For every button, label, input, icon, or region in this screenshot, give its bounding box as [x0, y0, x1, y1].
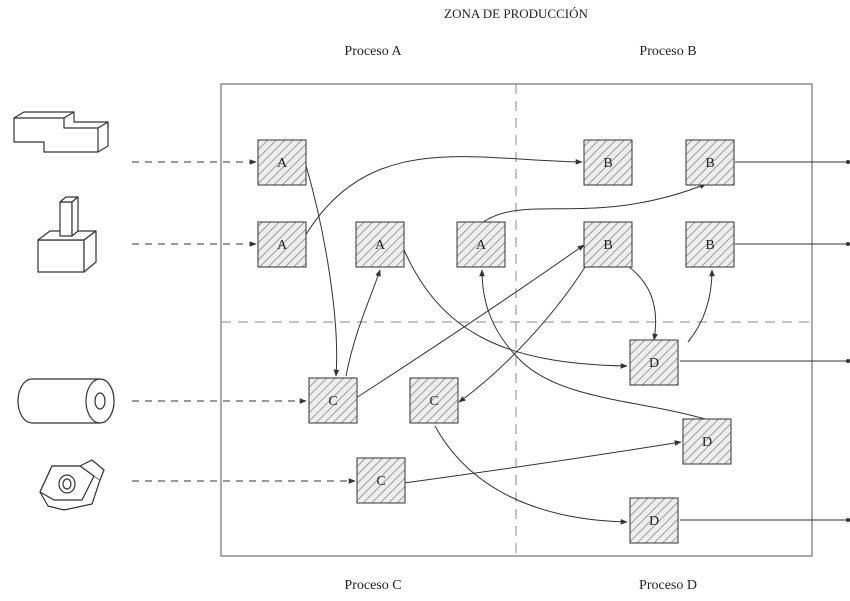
- flow-d1-b4: [687, 269, 715, 343]
- machine-b1: B: [583, 139, 633, 186]
- machine-b4: B: [685, 221, 735, 268]
- flow-b3-d1: [621, 261, 658, 341]
- machine-a2-label: A: [277, 238, 288, 253]
- machine-a2: A: [257, 221, 307, 268]
- machine-d2-label: D: [702, 435, 712, 450]
- diagram-title: ZONA DE PRODUCCIÓN: [444, 6, 588, 21]
- machine-b3-label: B: [603, 238, 612, 253]
- machine-a3: A: [355, 221, 405, 268]
- flow-c1-a3: [345, 269, 381, 377]
- exit-lines: [680, 160, 850, 522]
- flow-c3-d2: [403, 440, 682, 484]
- flow-c1-b3: [355, 244, 585, 399]
- machine-a1-label: A: [277, 156, 288, 171]
- supply-lines: [132, 159, 356, 484]
- flow-arrows: [304, 156, 715, 525]
- flow-a3-d1: [403, 249, 628, 369]
- process-c-label: Proceso C: [344, 578, 402, 593]
- process-d-label: Proceso D: [639, 578, 697, 593]
- machine-c1: C: [308, 377, 358, 424]
- machine-b2: B: [685, 139, 735, 186]
- machine-c3-label: C: [376, 474, 385, 489]
- flow-a2-b1: [304, 156, 583, 237]
- machine-c2: C: [409, 377, 459, 424]
- flow-b3-c2: [458, 263, 588, 403]
- flow-a1-c1: [304, 161, 340, 377]
- machine-b2-label: B: [705, 156, 714, 171]
- machine-d1: D: [629, 339, 679, 386]
- process-b-label: Proceso B: [639, 44, 697, 59]
- machine-b3: B: [583, 221, 633, 268]
- machine-d2: D: [682, 418, 732, 465]
- machine-d1-label: D: [649, 356, 659, 371]
- machine-b4-label: B: [705, 238, 714, 253]
- stepped-block-part-icon: [13, 111, 109, 153]
- machine-c1-label: C: [328, 394, 337, 409]
- machine-b1-label: B: [603, 156, 612, 171]
- machine-a4: A: [456, 221, 506, 268]
- machine-c3: C: [356, 457, 406, 504]
- machine-c2-label: C: [429, 394, 438, 409]
- flow-d2-a4: [479, 269, 706, 420]
- flow-a4-b2: [477, 183, 707, 227]
- machine-a4-label: A: [476, 238, 487, 253]
- block-with-peg-part-icon: [37, 196, 97, 273]
- flow-c2-d3: [434, 425, 628, 525]
- machine-a1: A: [257, 139, 307, 186]
- hex-nut-part-icon: [39, 459, 105, 511]
- process-a-label: Proceso A: [344, 44, 402, 59]
- cylinder-part-icon: [17, 378, 115, 424]
- machine-a3-label: A: [375, 238, 386, 253]
- machine-d3-label: D: [649, 514, 659, 529]
- machine-d3: D: [629, 497, 679, 544]
